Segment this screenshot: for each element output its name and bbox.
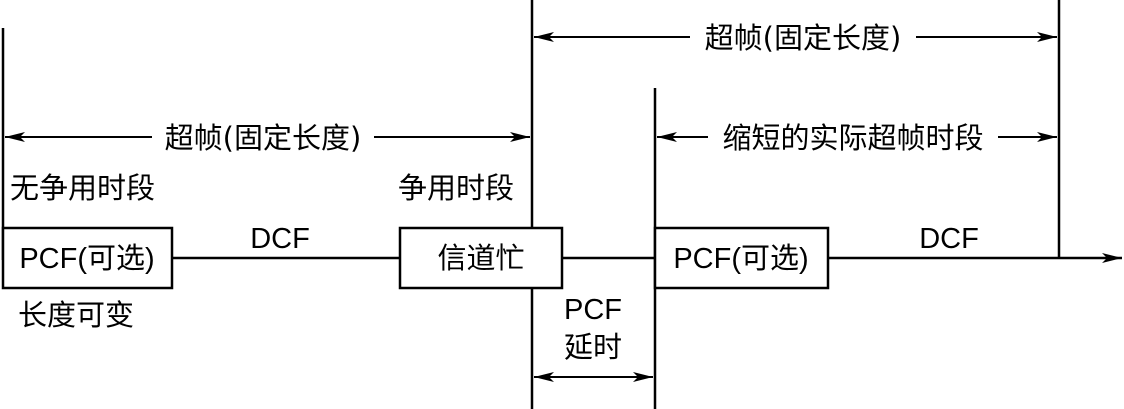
shortened-superframe-label: 缩短的实际超帧时段 — [722, 121, 983, 155]
contention-free-period-label: 无争用时段 — [10, 171, 155, 205]
busy-box — [398, 226, 564, 290]
dcf-label-right: DCF — [919, 223, 979, 255]
pcf-delay-label-line1: PCF — [564, 294, 622, 326]
pcf-box-left — [1, 226, 174, 290]
top-superframe-label: 超帧(固定长度) — [705, 21, 902, 55]
pcf-box-left-label: PCF(可选) — [19, 242, 154, 275]
pcf-delay-label-line2: 延时 — [564, 330, 622, 364]
variable-length-label: 长度可变 — [18, 298, 134, 332]
pcf-box-right-label: PCF(可选) — [673, 242, 808, 275]
pcf-box-right — [653, 226, 830, 290]
left-superframe-label: 超帧(固定长度) — [165, 121, 362, 155]
contention-period-label: 争用时段 — [398, 171, 514, 205]
busy-box-label: 信道忙 — [437, 241, 524, 275]
dcf-label-left: DCF — [250, 223, 310, 255]
